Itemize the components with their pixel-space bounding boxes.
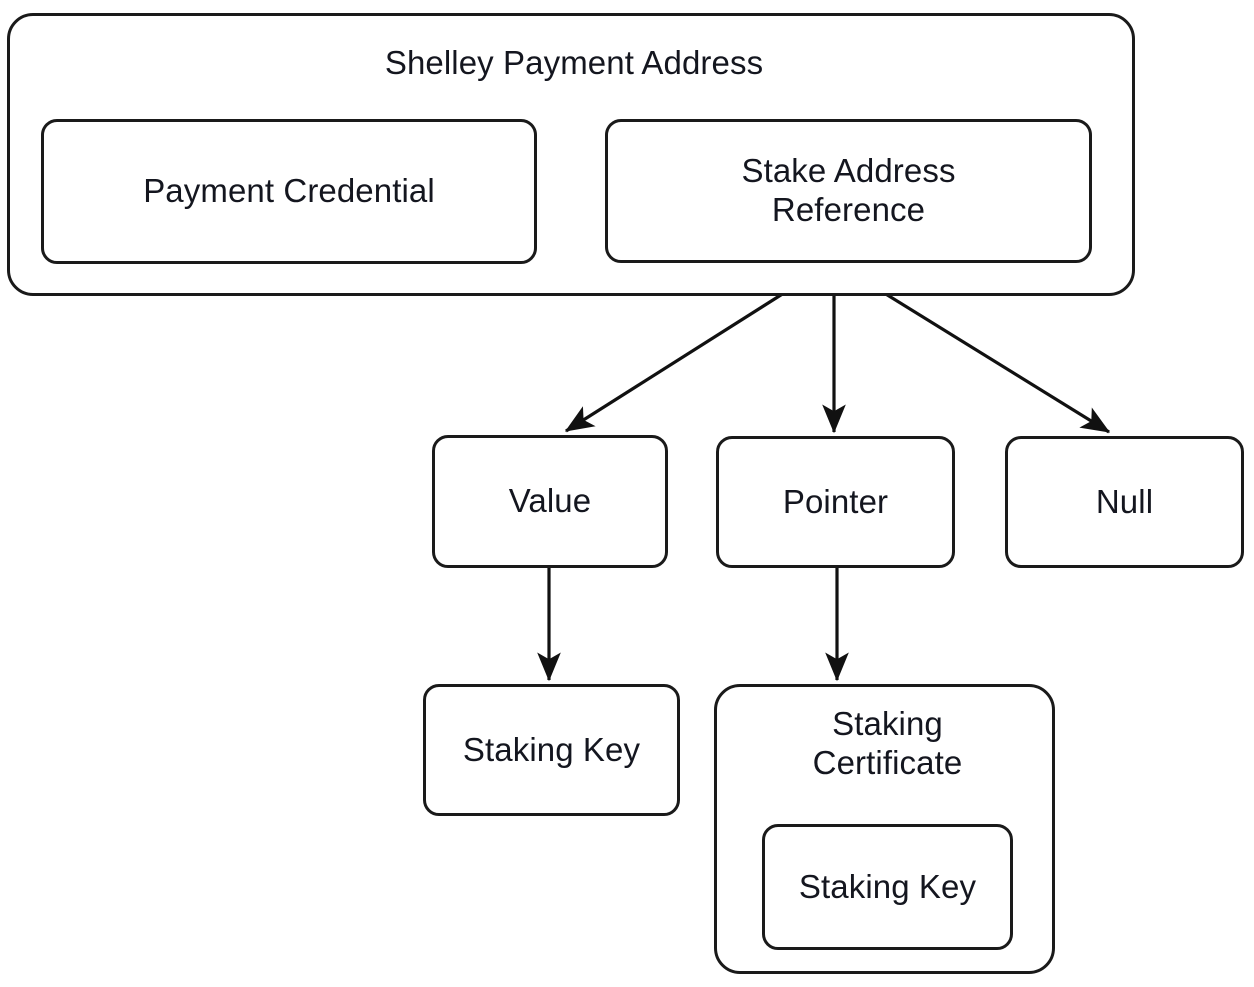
shelley-payment-address-label: Shelley Payment Address — [384, 44, 764, 81]
stake-address-reference-node: Stake Address Reference — [605, 119, 1092, 263]
staking-key-node: Staking Key — [423, 684, 680, 816]
staking-certificate-label: Staking Certificate — [812, 705, 963, 781]
staking-key-label: Staking Key — [462, 730, 641, 768]
value-label: Value — [508, 482, 592, 520]
payment-credential-label: Payment Credential — [143, 172, 435, 210]
pointer-node: Pointer — [716, 436, 955, 568]
payment-credential-node: Payment Credential — [41, 119, 537, 264]
null-label: Null — [1095, 482, 1154, 520]
null-node: Null — [1005, 436, 1244, 568]
value-node: Value — [432, 435, 668, 568]
stake-address-reference-label: Stake Address Reference — [741, 152, 956, 228]
staking-certificate-staking-key-label: Staking Key — [798, 867, 977, 905]
staking-certificate-staking-key-node: Staking Key — [762, 824, 1013, 950]
pointer-label: Pointer — [782, 482, 889, 520]
